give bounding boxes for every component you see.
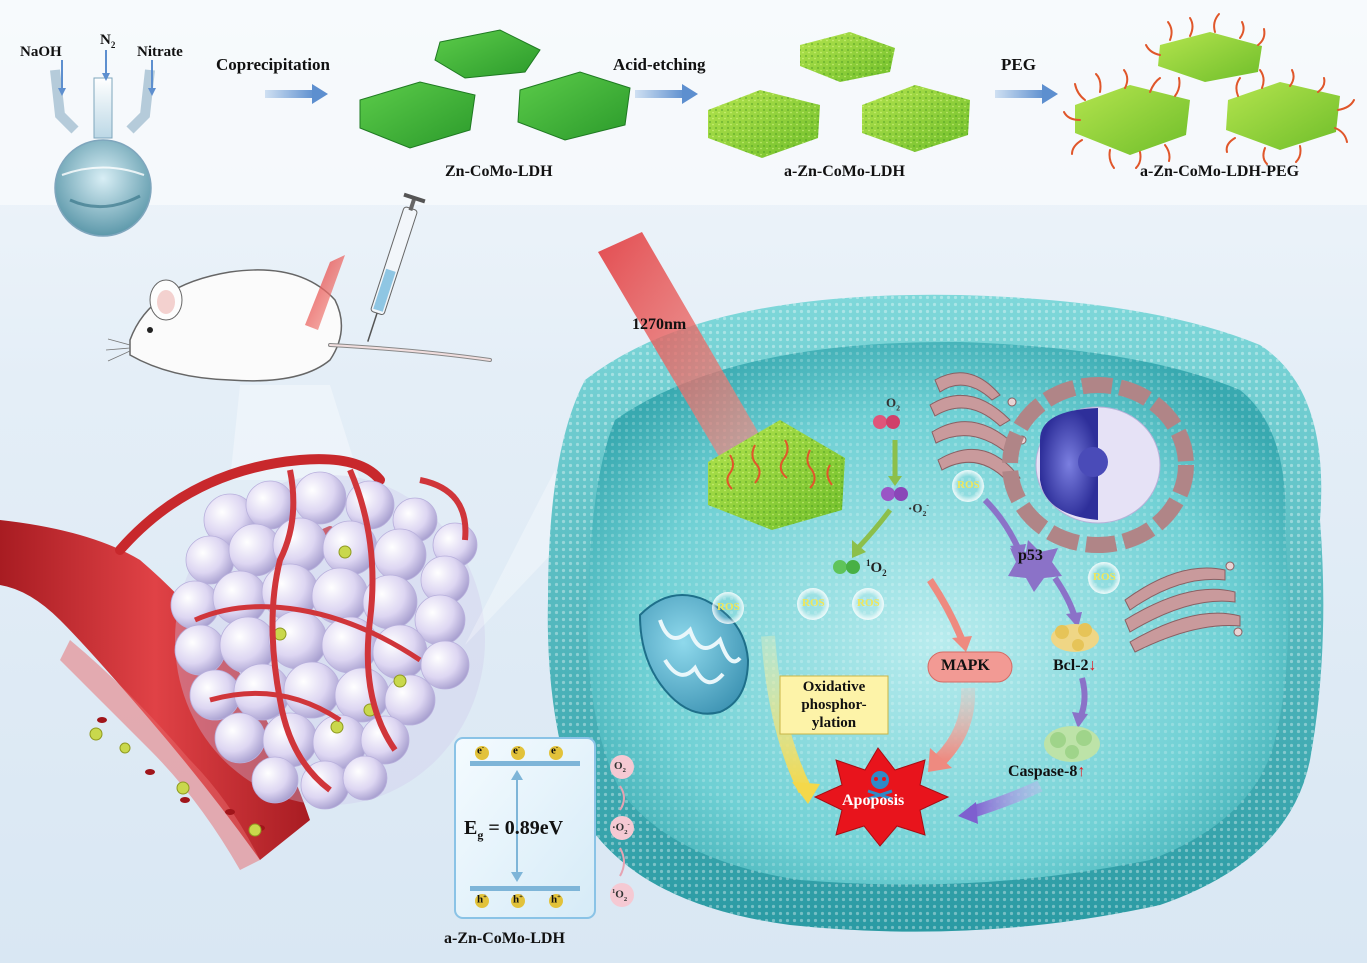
band-superoxide-label: ·O2- [612,821,630,836]
n2-label: N2 [100,32,116,50]
tumor-cell-cluster-icon [170,468,485,810]
hole-label-2: h+ [513,893,523,906]
a-ldh-product-label: a-Zn-CoMo-LDH [784,163,905,180]
laser-wavelength-label: 1270nm [632,316,687,333]
ros-bubbles-icon [712,470,1120,624]
ros-label-1: ROS [717,601,740,613]
oxidative-phosphorylation-label: Oxidative phosphor- ylation [801,679,867,731]
apoptosis-label: Apoposis [842,792,905,809]
tumor-cell-sphere [420,640,470,690]
arrow-ros-to-p53 [982,497,1021,550]
peg-label: PEG [1001,55,1036,74]
tumor-cell-sphere [170,580,220,630]
tumor-cell-sphere [293,471,347,525]
mapk-badge [927,651,1013,683]
golgi-apparatus-icon [929,372,1027,483]
ros-label-5: ROS [1093,571,1116,583]
mitochondrion-icon [638,594,750,715]
peg-coated-nanosheets-icon [1063,13,1355,169]
electron-label-1: e- [477,744,485,757]
skull-icon [867,771,893,801]
process-arrow-2 [635,84,698,104]
ldh-nanosheets-icon [359,29,631,149]
nucleus-with-er-icon [1002,377,1194,553]
singlet-oxygen-label: 1O2 [866,558,887,578]
peg-nanosheet-in-cell-icon [708,420,845,530]
nanoparticle-dot [330,720,344,734]
oxygen-molecules-icon [833,415,908,574]
hole-label-1: h+ [477,893,487,906]
process-arrow-1 [265,84,328,104]
o2-label: O2 [886,395,901,413]
ros-label-4: ROS [957,479,980,491]
caspase8-protein-icon [1044,726,1100,762]
band-diagram-caption: a-Zn-CoMo-LDH [444,930,565,947]
p53-star-icon [1008,540,1062,592]
band-species-bubbles [610,755,634,907]
syringe-icon [367,192,426,342]
bcl2-protein-icon [1051,623,1099,652]
ros-label-2: ROS [802,597,825,609]
laser-beam-1270nm-icon [598,232,780,492]
coprecipitation-label: Coprecipitation [216,55,330,74]
band-diagram-panel [454,737,596,919]
ldh-product-label: Zn-CoMo-LDH [445,163,553,180]
nanoparticle-dot [273,627,287,641]
laser-beam-small-icon [305,255,345,330]
caspase8-label: Caspase-8↑ [1008,763,1086,780]
acid-etching-label: Acid-etching [613,55,706,74]
superoxide-label: ·O2- [908,500,929,518]
tumor-cell-sphere [334,667,390,723]
arrow-caspase-to-apoptosis [970,780,1043,818]
band-o2-label: O2 [614,760,626,775]
band-singlet-label: 1O2 [612,888,628,903]
electron-label-2: e- [513,744,521,757]
tumor-cell-sphere [174,624,226,676]
arrow-to-mapk [927,578,966,642]
process-arrow-3 [995,84,1058,104]
golgi-apparatus-2-icon [1124,561,1243,653]
tumor-cell-sphere [384,674,436,726]
tumor-cell-sphere [373,528,427,582]
oxidative-phosphorylation-box [779,675,889,735]
nitrate-label: Nitrate [137,44,183,60]
tumor-cell-sphere [251,756,299,804]
three-neck-flask-icon [50,50,156,237]
tumor-cell-sphere [372,624,428,680]
nanoparticle-dot [393,674,407,688]
arrow-mapk-to-apoptosis [934,687,976,765]
arrow-superoxide-to-singlet [856,508,892,550]
p53-label: p53 [1018,547,1043,564]
a-ldh-peg-product-label: a-Zn-CoMo-LDH-PEG [1140,163,1300,180]
naoh-label: NaOH [20,44,62,60]
tumor-cell-sphere [214,712,266,764]
hole-label-3: h+ [551,893,561,906]
electron-label-3: e- [551,744,559,757]
mapk-label: MAPK [941,657,990,674]
band-gap-label: Eg = 0.89eV [464,817,564,842]
nanoparticle-dot [338,545,352,559]
mouse-icon [105,269,492,382]
tumor-cell-sphere [342,755,388,801]
tumor-cell-sphere [283,661,341,719]
blood-vessel-icon [0,454,385,870]
tumor-cell-sphere [212,570,268,626]
ros-label-3: ROS [857,597,880,609]
tumor-cell-sphere [360,715,410,765]
etched-ldh-nanosheets-icon [708,32,970,158]
bcl2-label: Bcl-2↓ [1053,657,1097,674]
